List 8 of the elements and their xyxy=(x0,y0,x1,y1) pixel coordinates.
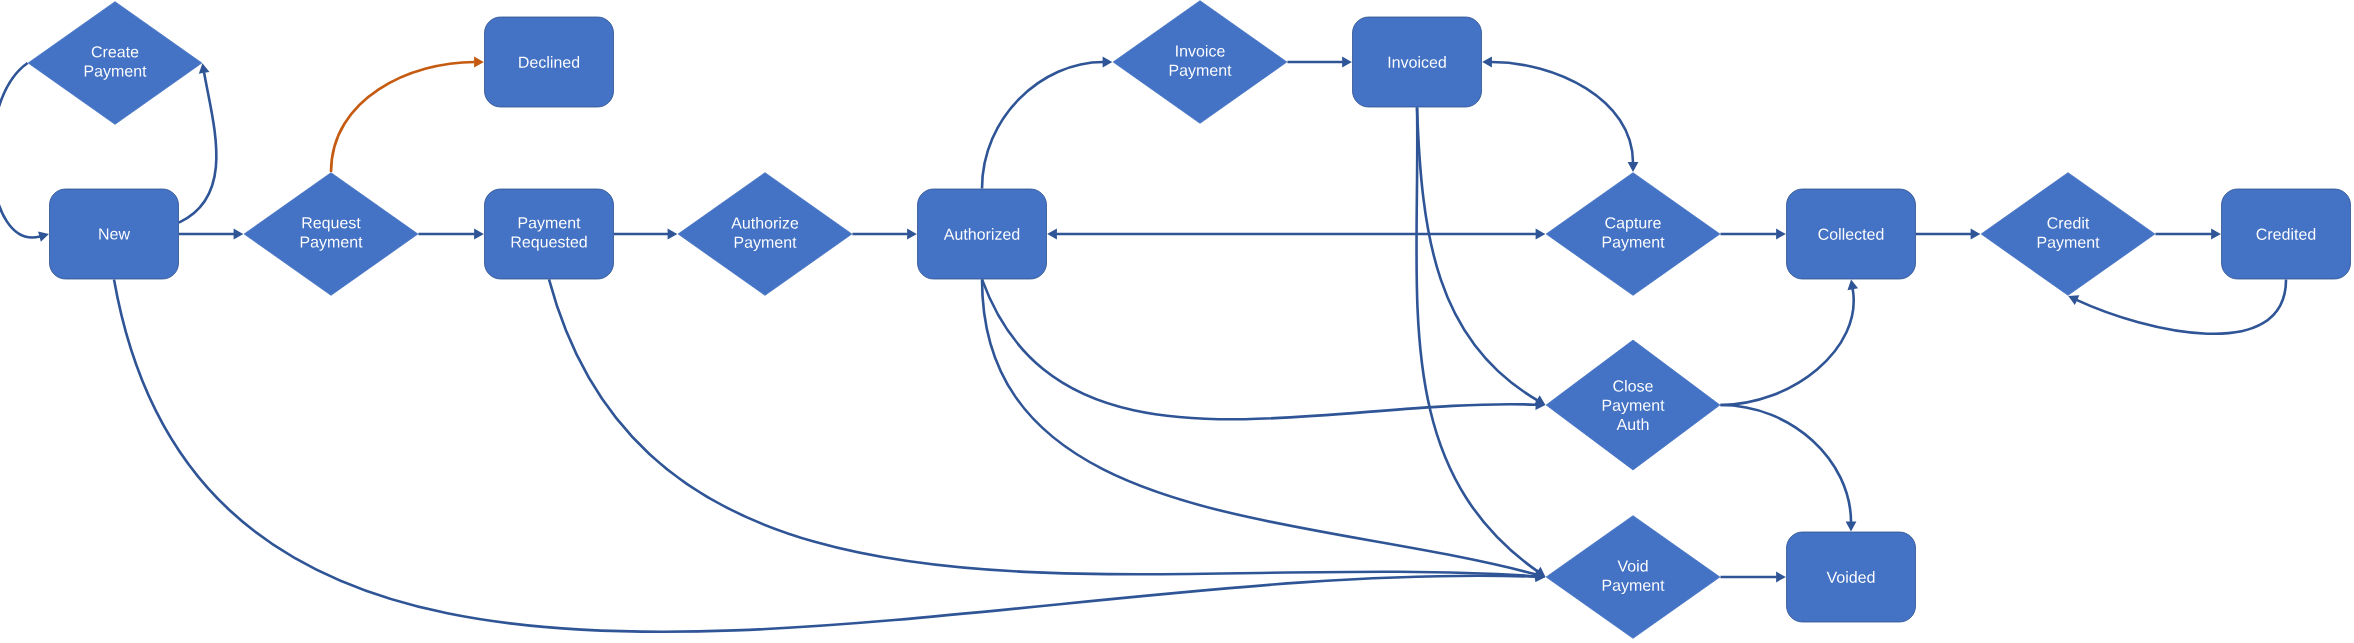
state-box: Declined xyxy=(484,16,614,108)
state-box: Collected xyxy=(1786,188,1916,280)
state-box: Invoiced xyxy=(1352,16,1482,108)
state-box: Authorized xyxy=(917,188,1047,280)
state-box: New xyxy=(49,188,179,280)
state-box: Credited xyxy=(2221,188,2351,280)
state-box: Payment Requested xyxy=(484,188,614,280)
state-box: Voided xyxy=(1786,531,1916,623)
